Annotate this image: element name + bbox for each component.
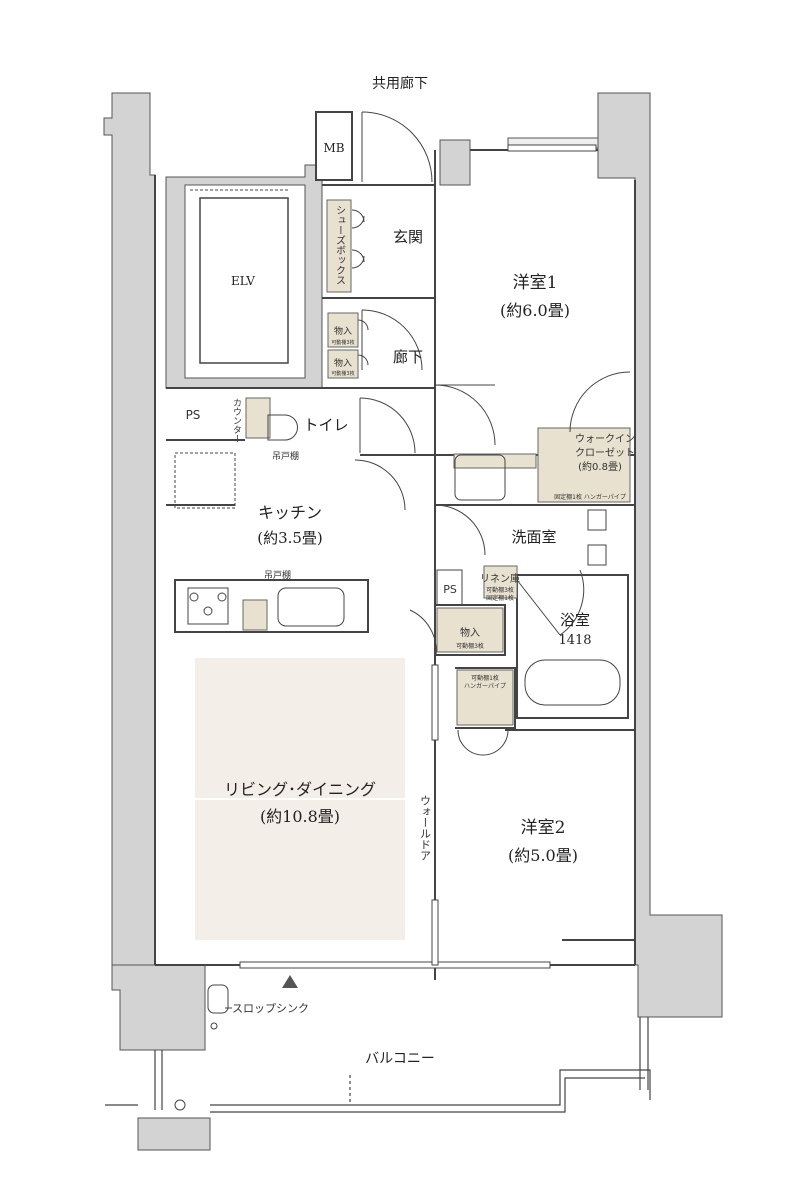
mb-label: MB — [323, 141, 344, 155]
kitchen-label: キッチン — [258, 503, 322, 522]
walkin-size: (約0.8畳) — [578, 460, 622, 473]
storage-4-note-1: 可動棚1枚 — [471, 674, 499, 682]
entry-marker — [282, 975, 298, 988]
elv-label: ELV — [231, 274, 255, 288]
slop-sink-label: スロップシンク — [232, 1002, 309, 1015]
storage-3-label: 物入 — [460, 626, 480, 639]
storage-2-label: 物入 — [334, 357, 352, 369]
storage-fills — [242, 199, 631, 726]
windows — [239, 144, 597, 969]
linen-note-2: 固定棚1枚 — [486, 594, 514, 602]
linen-label: リネン庫 — [480, 572, 520, 585]
walkin-label: ウォークイン — [575, 433, 635, 445]
balcony-railing — [105, 1017, 651, 1113]
elevator-car — [199, 197, 289, 364]
linen-note-1: 可動棚3枚 — [486, 586, 514, 594]
wall-door-label: ウォールドア — [419, 795, 432, 861]
hallway-label: 廊下 — [393, 348, 423, 366]
walkin-label-2: クローゼット — [575, 447, 635, 459]
western-2-size: (約5.0畳) — [508, 846, 578, 865]
entrance-label: 玄関 — [393, 228, 423, 246]
shoes-box-label: シューズボックス — [334, 205, 346, 285]
ps-1-label: PS — [186, 408, 201, 422]
western-2-label: 洋室2 — [521, 818, 566, 838]
toilet-label: トイレ — [303, 416, 348, 434]
bath-label: 浴室 — [560, 611, 590, 629]
bath-size: 1418 — [558, 633, 591, 648]
balcony-label: バルコニー — [365, 1051, 435, 1067]
fixtures — [174, 414, 621, 1111]
storage-1-label: 物入 — [334, 325, 352, 337]
western-1-size: (約6.0畳) — [500, 301, 570, 320]
walkin-note: 固定棚1枚 ハンガーパイプ — [554, 493, 626, 501]
living-label: リビング･ダイニング — [224, 780, 376, 799]
living-size: (約10.8畳) — [260, 807, 340, 826]
ldk-floor — [195, 658, 405, 940]
western-1-label: 洋室1 — [513, 273, 558, 293]
corridor-label: 共用廊下 — [372, 75, 428, 92]
interior-walls — [154, 111, 636, 980]
ps-2-label: PS — [443, 583, 457, 596]
toilet-shelf-label: 吊戸棚 — [272, 450, 299, 462]
structural-walls — [103, 92, 723, 1151]
storage-3-note: 可動棚3枚 — [456, 642, 484, 650]
storage-2-note: 可動棚3枚 — [331, 370, 354, 377]
doors — [351, 111, 631, 756]
storage-1-note: 可動棚3枚 — [331, 339, 354, 346]
storage-4-note-2: ハンガーパイプ — [464, 682, 506, 690]
counter-label: カウンター — [231, 398, 242, 443]
kitchen-shelf-label: 吊戸棚 — [264, 569, 291, 581]
kitchen-size: (約3.5畳) — [257, 529, 323, 547]
washroom-label: 洗面室 — [511, 528, 556, 546]
